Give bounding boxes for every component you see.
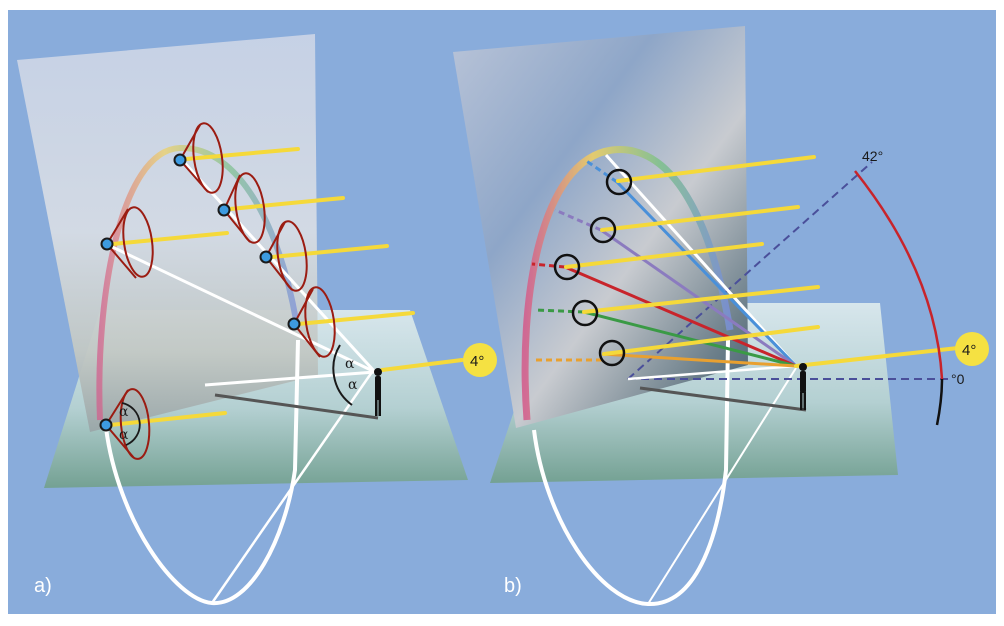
sky-photo-plane-a bbox=[17, 34, 318, 432]
droplet-icon bbox=[173, 153, 187, 167]
sun-ray bbox=[184, 147, 300, 161]
sun-ray bbox=[582, 285, 820, 314]
sightline-a-2 bbox=[180, 158, 377, 374]
sun-ray bbox=[108, 411, 227, 427]
sun-angle-badge-a bbox=[463, 343, 497, 377]
panel-label-b: b) bbox=[504, 575, 522, 597]
sightline-red-dashed bbox=[531, 262, 566, 269]
droplet-circle-icon bbox=[553, 253, 581, 281]
42-degree-dashed-line bbox=[627, 161, 873, 380]
label-42-degrees: 42° bbox=[862, 148, 883, 164]
droplet-icon bbox=[99, 418, 113, 432]
shadow-line-a bbox=[214, 393, 379, 420]
cone bbox=[265, 220, 308, 292]
sun-ray bbox=[296, 311, 415, 326]
antisolar-line bbox=[627, 364, 797, 381]
observer-silhouette-icon bbox=[374, 368, 382, 416]
droplet-alpha-lower: α bbox=[119, 427, 129, 443]
sun-rays-a bbox=[108, 147, 464, 427]
angle-arc-a bbox=[332, 344, 353, 406]
droplet-circle-icon bbox=[605, 168, 633, 196]
angle-arc-0-42 bbox=[854, 170, 944, 380]
rainbow-arc-b bbox=[521, 146, 734, 421]
sun-ray bbox=[794, 346, 960, 368]
droplet-cones-a bbox=[105, 122, 336, 460]
sun-rays-b bbox=[564, 155, 960, 368]
rainbow-circle-lower-a bbox=[104, 339, 300, 606]
droplet-circle-icon bbox=[598, 339, 626, 367]
sightline-a-3 bbox=[204, 370, 376, 387]
sun-ray bbox=[380, 358, 464, 372]
cone bbox=[106, 206, 154, 279]
droplet-icon bbox=[259, 250, 273, 264]
sun-ray bbox=[600, 205, 800, 232]
alpha-label-lower: α bbox=[348, 377, 358, 393]
droplet-circle-icon bbox=[571, 299, 599, 327]
cone bbox=[293, 286, 336, 358]
alpha-label-upper: α bbox=[345, 356, 355, 372]
label-0-degrees: °0 bbox=[951, 371, 965, 387]
observer-silhouette-icon bbox=[799, 363, 807, 410]
sun-ray bbox=[564, 242, 764, 269]
angle-arc-below bbox=[935, 378, 944, 426]
circle-chord-b bbox=[647, 367, 797, 605]
sightline-green-dashed bbox=[535, 308, 585, 314]
sightline-blue-dashed bbox=[584, 158, 618, 184]
sun-ray bbox=[111, 231, 229, 246]
droplet-alpha-upper: α bbox=[119, 404, 129, 420]
shadow-line-b bbox=[639, 386, 807, 412]
sun-ray bbox=[602, 325, 820, 356]
sun-angle-badge-text-a: 4° bbox=[470, 353, 484, 370]
sightline-red bbox=[564, 265, 797, 368]
sun-angle-badge-b bbox=[955, 332, 989, 366]
circle-chord-a bbox=[210, 371, 374, 604]
sightline-white bbox=[604, 153, 798, 368]
droplet-angle-arc-a bbox=[121, 402, 141, 446]
rainbow-arc-a bbox=[96, 144, 299, 421]
cone bbox=[105, 388, 151, 460]
sun-ray bbox=[616, 155, 816, 183]
sun-angle-badge-text-b: 4° bbox=[962, 342, 976, 359]
droplet-icon bbox=[100, 237, 114, 251]
sightline-green bbox=[583, 310, 797, 368]
droplets-b bbox=[553, 168, 633, 367]
sightline-purple-dashed bbox=[554, 208, 602, 232]
panel-b: 42° °0 4° b) bbox=[453, 26, 989, 607]
droplets-a bbox=[99, 153, 301, 432]
droplet-icon bbox=[287, 317, 301, 331]
sun-ray bbox=[270, 244, 389, 259]
panel-a: α α α α 4° a) bbox=[17, 34, 497, 606]
cone bbox=[179, 122, 224, 194]
sun-ray bbox=[228, 196, 345, 211]
panel-label-a: a) bbox=[34, 575, 52, 597]
rainbow-circle-lower-b bbox=[532, 339, 730, 607]
sightline-orange bbox=[601, 352, 797, 368]
droplet-circle-icon bbox=[589, 216, 617, 244]
droplet-icon bbox=[217, 203, 231, 217]
